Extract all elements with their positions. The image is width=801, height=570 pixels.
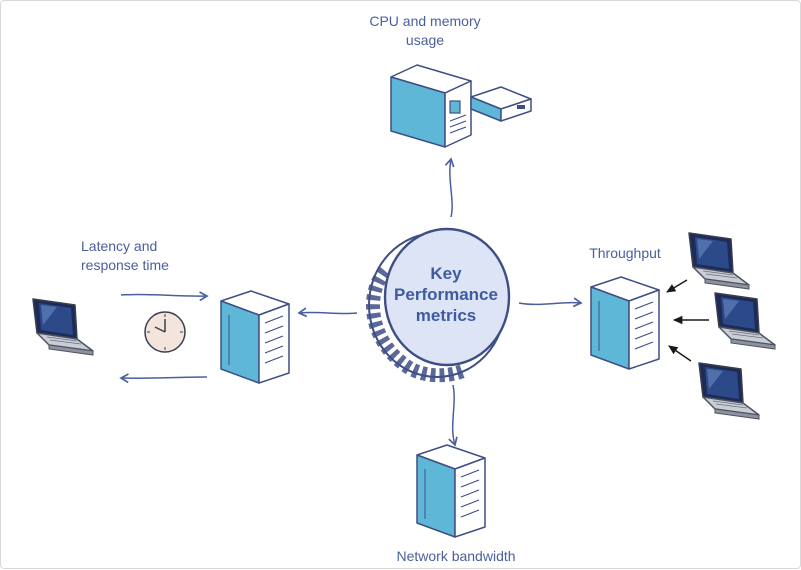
center-line-2: Performance <box>394 285 498 304</box>
network-bandwidth-label: Network bandwidth <box>396 548 516 564</box>
server-tower-icon <box>390 64 472 148</box>
arrow-request <box>120 291 209 302</box>
throughput-label: Throughput <box>589 245 661 261</box>
cpu-memory-label: CPU and memory usage <box>353 12 497 50</box>
arrow-to-cpu <box>444 157 455 218</box>
laptop-icon <box>32 298 94 356</box>
arrow-to-throughput-server <box>518 297 583 308</box>
rack-server-icon <box>220 290 290 384</box>
rack-server-icon <box>416 444 486 538</box>
laptop-icon <box>698 362 760 420</box>
arrow-response <box>119 373 208 384</box>
arrow-to-network-server <box>448 384 458 447</box>
laptop-icon <box>688 232 750 290</box>
connector-arrows <box>119 157 583 447</box>
clock-icon <box>144 311 186 353</box>
arrow-to-latency-server <box>297 307 358 318</box>
center-line-3: metrics <box>415 306 477 325</box>
key-performance-disc <box>366 227 511 383</box>
center-line-1: Key <box>430 264 462 283</box>
latency-label-line-2: response time <box>81 257 169 273</box>
laptop-icon <box>714 292 776 350</box>
rack-server-icon <box>590 276 660 370</box>
latency-label-line-1: Latency and <box>81 238 158 254</box>
client-arrows <box>666 279 709 362</box>
desktop-unit-icon <box>470 86 532 122</box>
cpu-label-line-1: CPU and memory <box>369 13 481 29</box>
key-performance-title: Key Performance metrics <box>379 263 513 326</box>
cpu-label-line-2: usage <box>405 32 445 48</box>
latency-label: Latency and response time <box>81 237 201 275</box>
